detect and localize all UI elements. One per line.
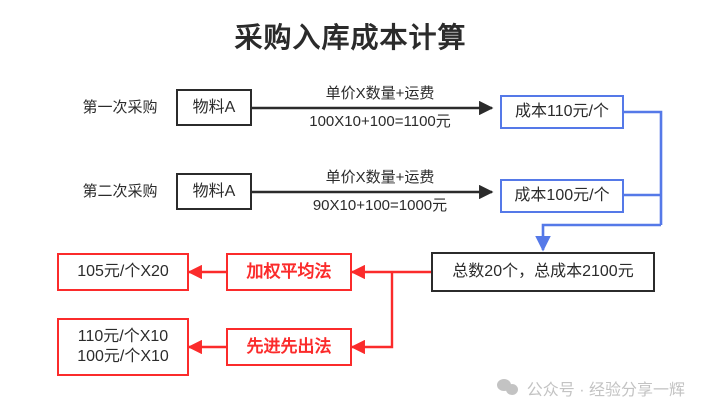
material-box-2[interactable]: 物料A <box>176 173 252 210</box>
page-title: 采购入库成本计算 <box>234 22 467 53</box>
method-box-weighted-average[interactable]: 加权平均法 <box>226 253 352 291</box>
method-box-fifo[interactable]: 先进先出法 <box>226 328 352 366</box>
formula-caption-2-bottom: 90X10+100=1000元 <box>312 197 448 214</box>
wechat-icon <box>496 378 519 398</box>
purchase-label-2: 第二次采购 <box>82 182 158 200</box>
edge-junction-to-total <box>535 223 661 252</box>
cost-box-2[interactable]: 成本100元/个 <box>500 179 624 213</box>
cost-box-1[interactable]: 成本110元/个 <box>500 95 624 129</box>
formula-caption-1-bottom: 100X10+100=1100元 <box>309 113 451 130</box>
edge-branch-to-fifo <box>350 272 394 355</box>
result-box-weighted-average[interactable]: 105元/个X20 <box>57 253 189 291</box>
edge-cost1-to-junction <box>624 110 663 225</box>
formula-caption-2-top: 单价X数量+运费 <box>325 169 435 186</box>
watermark: 公众号 · 经验分享一辉 <box>496 376 685 400</box>
watermark-text: 公众号 · 经验分享一辉 <box>526 382 685 399</box>
total-box[interactable]: 总数20个，总成本2100元 <box>431 252 655 292</box>
result-box-fifo[interactable]: 110元/个X10 100元/个X10 <box>57 318 189 376</box>
material-box-1[interactable]: 物料A <box>176 89 252 126</box>
purchase-label-1: 第一次采购 <box>82 98 158 116</box>
formula-caption-1-top: 单价X数量+运费 <box>325 85 435 102</box>
